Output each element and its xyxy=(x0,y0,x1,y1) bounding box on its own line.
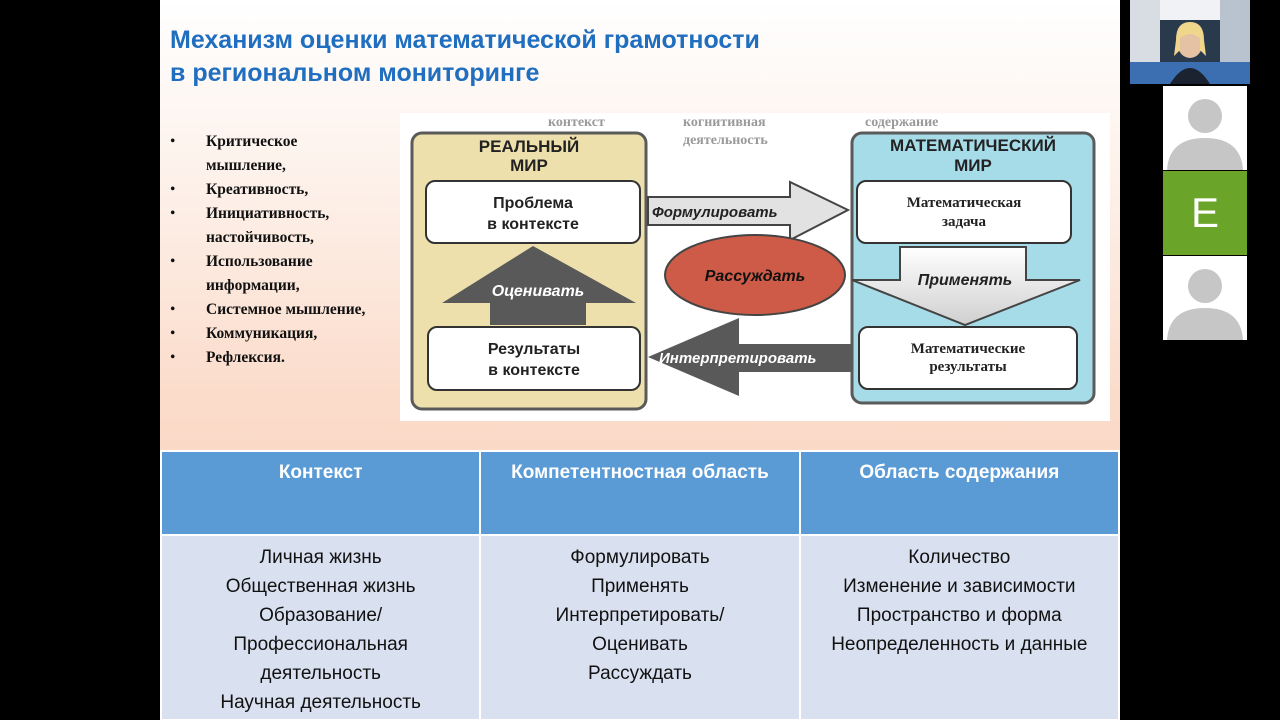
problem-label-1: Проблема xyxy=(493,195,573,212)
cell-line: Образование/ xyxy=(259,605,383,626)
participants-panel: E xyxy=(1130,0,1250,340)
label-cognitive-2: деятельность xyxy=(683,133,768,148)
slide-title-line-2: в региональном мониторинге xyxy=(170,59,540,87)
math-literacy-diagram: контекст когнитивная деятельность содерж… xyxy=(400,113,1110,421)
cell-line: Изменение и зависимости xyxy=(843,576,1076,597)
label-context: контекст xyxy=(548,115,605,130)
slide-title: Механизм оценки математической грамотнос… xyxy=(170,24,970,90)
competencies-list: Критическое мышление, Креативность, Иниц… xyxy=(168,130,368,370)
evaluate-label: Оценивать xyxy=(492,283,585,300)
table-row: Личная жизнь Общественная жизнь Образова… xyxy=(160,534,1120,720)
table-header-content: Область содержания xyxy=(798,450,1120,536)
math-results-label-2: результаты xyxy=(929,359,1007,375)
table-header-competence: Компетентностная область xyxy=(479,450,801,536)
cell-line: Применять xyxy=(591,576,689,597)
math-task-label-2: задача xyxy=(942,214,986,230)
label-cognitive-1: когнитивная xyxy=(683,115,766,130)
results-label-1: Результаты xyxy=(488,341,580,358)
apply-label: Применять xyxy=(918,272,1013,289)
cell-line: Общественная жизнь xyxy=(225,576,416,597)
cell-line: Личная жизнь xyxy=(259,547,382,568)
list-item: Критическое мышление, xyxy=(168,130,368,178)
evaluate-arrow xyxy=(442,246,636,325)
cell-line: Рассуждать xyxy=(588,663,692,684)
interpret-arrow xyxy=(648,318,852,396)
cell-line: Профессиональная xyxy=(233,634,408,655)
reason-label: Рассуждать xyxy=(705,268,806,285)
results-box xyxy=(427,326,641,391)
math-results-box xyxy=(858,326,1078,390)
list-item: Использование информации, xyxy=(168,250,368,298)
table-header-context: Контекст xyxy=(160,450,482,536)
apply-arrow xyxy=(851,246,1081,327)
cell-line: деятельность xyxy=(260,663,381,684)
slide-title-line-1: Механизм оценки математической грамотнос… xyxy=(170,26,760,54)
participant-tile[interactable] xyxy=(1130,86,1250,170)
list-item: Рефлексия. xyxy=(168,346,368,370)
label-content: содержание xyxy=(865,115,938,130)
real-world-title-2: МИР xyxy=(510,156,548,175)
person-silhouette-icon xyxy=(1163,86,1247,170)
math-world-title-2: МИР xyxy=(954,156,992,175)
presenter-video xyxy=(1130,0,1250,84)
problem-box xyxy=(425,180,641,244)
formulate-label: Формулировать xyxy=(652,204,778,221)
list-item: Инициативность, настойчивость, xyxy=(168,202,368,250)
cell-line: Количество xyxy=(908,547,1011,568)
list-item: Системное мышление, xyxy=(168,298,368,322)
assessment-table: Контекст Компетентностная область Област… xyxy=(160,450,1120,720)
real-world-title-1: РЕАЛЬНЫЙ xyxy=(479,137,579,156)
cell-line: Формулировать xyxy=(570,547,710,568)
list-item: Коммуникация, xyxy=(168,322,368,346)
participant-tile[interactable]: E xyxy=(1130,171,1250,255)
cell-line: Неопределенность и данные xyxy=(831,634,1088,655)
presentation-slide: Механизм оценки математической грамотнос… xyxy=(160,0,1120,720)
list-item: Креативность, xyxy=(168,178,368,202)
results-label-2: в контексте xyxy=(488,362,580,379)
participant-initial-avatar: E xyxy=(1163,171,1247,255)
problem-label-2: в контексте xyxy=(487,216,579,233)
table-cell-competence: Формулировать Применять Интерпретировать… xyxy=(479,534,801,720)
table-cell-content: Количество Изменение и зависимости Прост… xyxy=(798,534,1120,720)
cell-line: Интерпретировать/ xyxy=(555,605,725,626)
cell-line: Научная деятельность xyxy=(220,692,421,713)
math-results-label-1: Математические xyxy=(911,341,1026,357)
math-task-label-1: Математическая xyxy=(907,195,1022,211)
interpret-label: Интерпретировать xyxy=(659,350,817,367)
reason-ellipse xyxy=(664,234,846,316)
math-task-box xyxy=(856,180,1072,244)
math-world-title-1: МАТЕМАТИЧЕСКИЙ xyxy=(890,136,1056,155)
cell-line: Оценивать xyxy=(592,634,688,655)
cell-line: Пространство и форма xyxy=(856,605,1062,626)
diagram-canvas: контекст когнитивная деятельность содерж… xyxy=(410,115,1096,411)
presenter-video-tile[interactable] xyxy=(1130,0,1250,84)
table-cell-context: Личная жизнь Общественная жизнь Образова… xyxy=(160,534,482,720)
formulate-arrow xyxy=(647,180,851,242)
person-silhouette-icon xyxy=(1163,256,1247,340)
participant-tile[interactable] xyxy=(1130,256,1250,340)
